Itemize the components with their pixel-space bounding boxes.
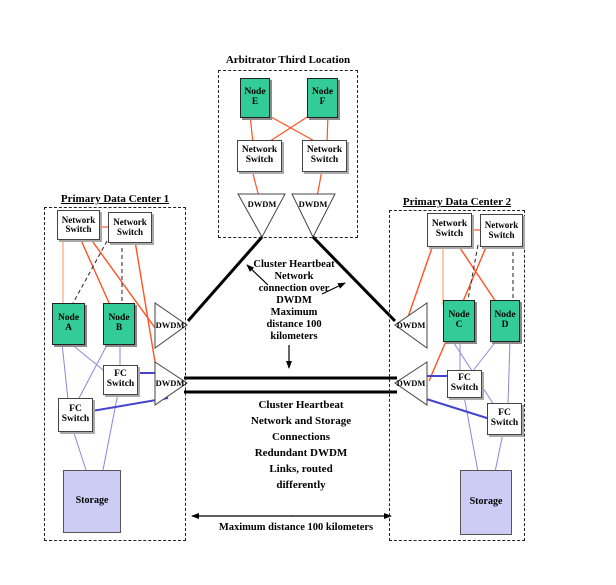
node-e: Node E [240, 78, 270, 118]
dwdm-triangle-dc1-lower [154, 361, 188, 406]
dwdm-triangle-arb-left [237, 193, 286, 239]
dwdm-label-dc1-upper: DWDM [155, 320, 185, 330]
dc2-boundary [389, 210, 525, 541]
dc1-fc-switch-upper: FC Switch [103, 365, 138, 395]
dc2-network-switch-2: Network Switch [480, 214, 523, 247]
dc2-network-switch-1: Network Switch [427, 213, 472, 247]
annotation-heartbeat-dwdm: Cluster Heartbeat Network connection ove… [253, 259, 335, 342]
dc2-title: Primary Data Center 2 [402, 196, 512, 208]
node-b: Node B [103, 303, 135, 345]
dwdm-triangle-dc2-lower [394, 361, 428, 406]
node-f: Node F [307, 78, 338, 118]
dc2-storage: Storage [460, 470, 512, 535]
node-c: Node C [443, 300, 475, 342]
node-a: Node A [52, 303, 85, 345]
dc1-title: Primary Data Center 1 [60, 193, 170, 205]
dwdm-label-dc2-lower: DWDM [396, 378, 426, 388]
dwdm-label-arb-right: DWDM [298, 199, 328, 209]
dwdm-triangle-dc1-upper [154, 302, 188, 349]
annotation-arrows [246, 264, 346, 369]
dc1-fc-switch-lower: FC Switch [58, 398, 93, 432]
dc1-network-switch-2: Network Switch [108, 212, 152, 243]
node-d: Node D [490, 300, 520, 342]
dwdm-label-dc1-lower: DWDM [155, 378, 185, 388]
dwdm-triangle-arb-right [291, 193, 336, 239]
dc2-fc-switch-lower: FC Switch [487, 403, 522, 435]
annotation-redundant-links: Cluster Heartbeat Network and Storage Co… [250, 399, 352, 491]
dc2-fc-switch-upper: FC Switch [447, 370, 482, 398]
dc1-storage: Storage [63, 470, 121, 533]
dc1-boundary [44, 207, 186, 541]
arb-network-switch-right: Network Switch [302, 140, 347, 172]
dc1-lan-links [62, 226, 159, 381]
dwdm-label-dc2-upper: DWDM [396, 320, 426, 330]
arbitrator-boundary [218, 70, 358, 238]
arbitrator-title: Arbitrator Third Location [225, 54, 351, 66]
arb-network-switch-left: Network Switch [237, 140, 282, 172]
annotation-max-distance: Maximum distance 100 kilometers [218, 522, 374, 533]
dwdm-label-arb-left: DWDM [247, 199, 277, 209]
dwdm-triangles [154, 193, 428, 406]
dwdm-triangle-dc2-upper [394, 302, 428, 349]
dc1-network-switch-1: Network Switch [57, 210, 100, 240]
dwdm-trunk-links [184, 235, 397, 394]
